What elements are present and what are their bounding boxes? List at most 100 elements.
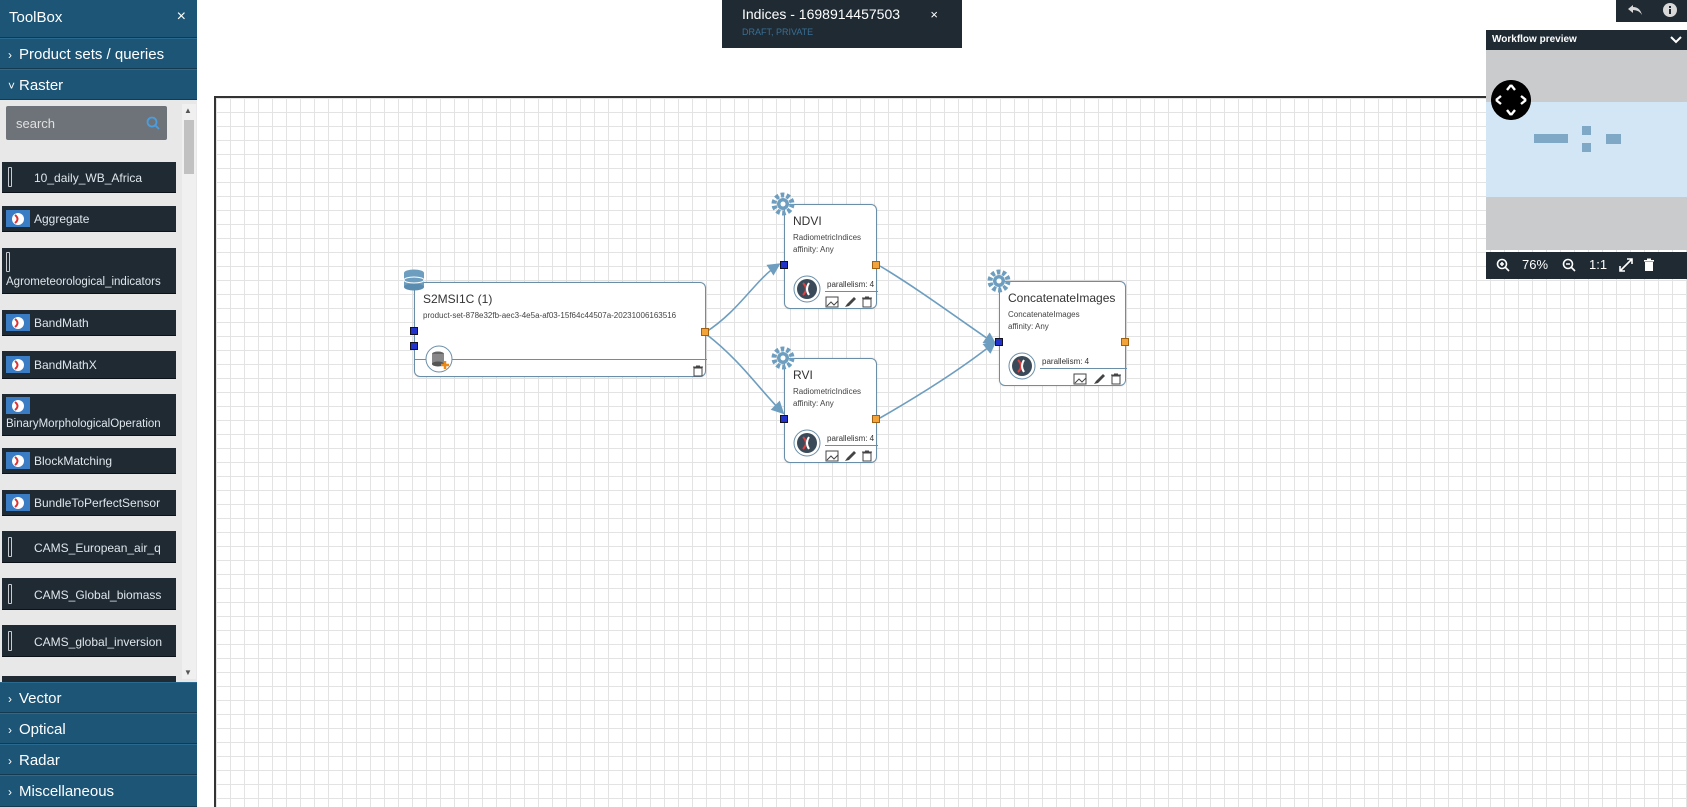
preview-footer: 76% 1:1 [1486,252,1687,279]
tool-item[interactable]: BandMath [2,310,176,336]
tool-item[interactable]: CAMS_Global_biomass [2,578,176,610]
delete-icon[interactable] [860,296,874,308]
workflow-preview[interactable]: Workflow preview 76% 1:1 [1486,30,1687,279]
source-port-out[interactable] [701,328,709,336]
category-radar[interactable]: › Radar [0,744,197,775]
otb-tool-icon [6,452,30,469]
tool-item[interactable]: CAMS_European_air_q [2,531,176,563]
otb-tool-icon [6,356,30,373]
zoom-out-icon[interactable] [1562,258,1576,272]
ndvi-port-out[interactable] [872,261,880,269]
image-view-icon[interactable] [825,450,839,462]
category-label: Vector [19,690,62,707]
category-raster[interactable]: ˅Raster [0,69,197,100]
search-input[interactable] [6,106,146,140]
tool-label: CAMS_European_air_q [34,541,161,555]
rvi-port-in[interactable] [780,415,788,423]
tool-placeholder-icon [6,252,10,272]
search-icon[interactable] [145,115,161,131]
workflow-status: DRAFT, PRIVATE [742,27,814,37]
pan-navigator-icon[interactable] [1491,80,1531,120]
toolbox-header: ToolBox × [0,0,197,38]
tool-item[interactable]: CAMS_global_inversion [2,625,176,657]
image-view-icon[interactable] [1073,373,1087,385]
fullscreen-icon[interactable] [1619,258,1633,272]
edit-icon[interactable] [843,450,857,462]
tool-label: Agrometeorological_indicators [6,276,161,288]
gear-icon [771,192,795,216]
scrollbar-track[interactable] [182,104,196,679]
node-rvi-affinity: affinity: Any [793,399,834,408]
image-view-icon[interactable] [825,296,839,308]
node-rvi-divider [825,445,878,446]
delete-icon[interactable] [860,450,874,462]
node-source-divider [415,359,707,360]
chevron-down-icon[interactable] [1669,33,1683,47]
tool-item[interactable]: Aggregate [2,206,176,232]
tool-item[interactable]: BundleToPerfectSensor [2,490,176,516]
top-right-toolbar [1616,0,1687,22]
node-rvi[interactable]: RVI RadiometricIndices affinity: Any par… [784,358,878,463]
tool-label: Aggregate [34,212,90,226]
delete-icon[interactable] [691,365,705,377]
mini-node-concat [1606,134,1621,144]
tool-label: BinaryMorphologicalOperation [6,418,161,430]
ndvi-port-in[interactable] [780,261,788,269]
chevron-down-icon: ˅ [8,79,16,93]
tool-label: CAMS_global_inversion [34,635,163,649]
node-ndvi-title: NDVI [793,214,822,228]
trash-icon[interactable] [1642,258,1656,272]
actual-size-button[interactable]: 1:1 [1589,257,1608,272]
tool-item[interactable]: BandMathX [2,351,176,379]
edit-icon[interactable] [1092,373,1106,385]
preview-header[interactable]: Workflow preview [1486,30,1687,50]
close-toolbox-button[interactable]: × [176,8,186,25]
chevron-right-icon: › [8,754,12,768]
node-concat[interactable]: ConcatenateImages ConcatenateImages affi… [999,281,1127,386]
scroll-down-icon[interactable]: ▼ [184,668,192,677]
toolbox-sidebar: ToolBox × ›Product sets / queries ˅Raste… [0,0,197,807]
edit-icon[interactable] [843,296,857,308]
source-port-in-2[interactable] [410,342,418,350]
concat-port-in[interactable] [995,338,1003,346]
tool-label: BandMathX [34,358,97,372]
info-icon[interactable] [1662,2,1678,18]
node-ndvi[interactable]: NDVI RadiometricIndices affinity: Any pa… [784,204,878,309]
node-source[interactable]: S2MSI1C (1) product-set-878e32fb-aec3-4e… [414,282,707,377]
gear-icon [987,269,1011,293]
mini-node-ndvi [1582,126,1591,135]
tool-item-partial[interactable] [2,676,176,682]
node-concat-divider [1040,368,1127,369]
raster-tools-panel[interactable]: 10_daily_WB_Africa Aggregate Agrometeoro… [0,100,197,682]
tool-item[interactable]: BlockMatching [2,448,176,474]
tool-item[interactable]: BinaryMorphologicalOperation [2,394,176,436]
category-label: Product sets / queries [19,46,165,63]
category-product-sets[interactable]: ›Product sets / queries [0,38,197,69]
category-vector[interactable]: ›Vector [0,682,197,713]
tool-label: 10_daily_WB_Africa [34,171,143,185]
scrollbar-thumb[interactable] [184,120,194,174]
category-miscellaneous[interactable]: ›Miscellaneous [0,775,197,807]
mini-node-source [1534,134,1568,143]
zoom-in-icon[interactable] [1496,258,1510,272]
delete-icon[interactable] [1109,373,1123,385]
rvi-port-out[interactable] [872,415,880,423]
source-port-in-1[interactable] [410,327,418,335]
node-rvi-title: RVI [793,368,813,382]
close-tab-button[interactable]: × [930,7,938,22]
tool-item[interactable]: 10_daily_WB_Africa [2,162,176,193]
category-optical[interactable]: ›Optical [0,713,197,744]
category-label: Radar [19,752,60,769]
concat-port-out[interactable] [1121,338,1129,346]
tool-label: BlockMatching [34,454,113,468]
toolbox-title: ToolBox [9,9,63,26]
tool-placeholder-icon [8,167,12,187]
zoom-level: 76% [1522,257,1549,272]
workflow-canvas[interactable] [214,96,1687,807]
workflow-tab[interactable]: Indices - 1698914457503 DRAFT, PRIVATE × [722,0,962,48]
node-source-title: S2MSI1C (1) [423,292,493,306]
scroll-up-icon[interactable]: ▲ [184,106,192,115]
preview-minimap[interactable] [1486,50,1687,250]
undo-icon[interactable] [1626,2,1644,18]
tool-item[interactable]: Agrometeorological_indicators [2,248,176,294]
